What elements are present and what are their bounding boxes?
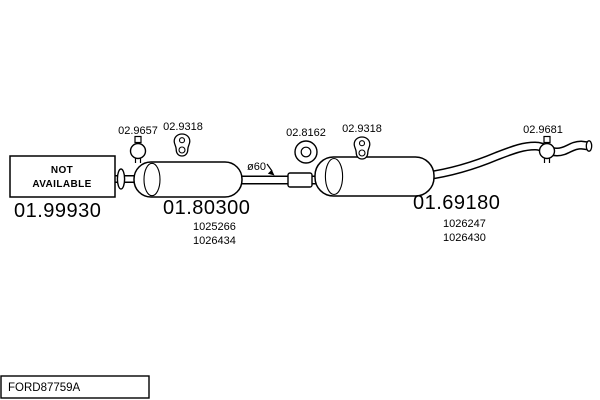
drawing-code-border bbox=[0, 375, 150, 399]
drawing-code-box: FORD87759A bbox=[0, 375, 150, 399]
not-available-line2: AVAILABLE bbox=[32, 179, 91, 190]
not-available-border bbox=[9, 155, 116, 198]
fitting-label-hanger-right: 02.9318 bbox=[342, 123, 382, 135]
part-number-front: 01.99930 bbox=[14, 200, 101, 222]
not-available-box: NOT AVAILABLE bbox=[9, 155, 116, 198]
flange-plate bbox=[116, 168, 126, 190]
clamp-legs bbox=[134, 158, 142, 163]
hanger-hole bbox=[178, 137, 186, 144]
part-number-middle: 01.80300 bbox=[163, 197, 250, 219]
fitting-label-ring: 02.8162 bbox=[286, 127, 326, 139]
fitting-label-clamp-left: 02.9657 bbox=[118, 125, 158, 137]
fitting-label-clamp-right: 02.9681 bbox=[523, 124, 563, 136]
clamp-ring bbox=[538, 142, 556, 160]
ref-number: 1025266 bbox=[193, 221, 236, 233]
clamp-bolt bbox=[134, 135, 142, 144]
diameter-arrow-line bbox=[266, 163, 273, 172]
hanger-hole bbox=[358, 140, 366, 147]
hanger-hole bbox=[358, 149, 366, 157]
part-number-rear: 01.69180 bbox=[413, 192, 500, 214]
pipe-coupling bbox=[287, 172, 313, 188]
muffler-body bbox=[133, 161, 243, 198]
clamp-icon bbox=[538, 135, 556, 163]
tailpipe bbox=[425, 140, 593, 181]
ref-number: 1026434 bbox=[193, 235, 236, 247]
clamp-ring bbox=[129, 142, 147, 160]
rubber-hanger-icon bbox=[353, 136, 371, 160]
clamp-bolt bbox=[543, 135, 551, 144]
middle-muffler-drawing bbox=[133, 161, 243, 198]
ref-number: 1026430 bbox=[443, 232, 486, 244]
tailpipe-end bbox=[585, 140, 593, 152]
rubber-hanger-icon bbox=[173, 133, 191, 157]
drawing-code: FORD87759A bbox=[8, 382, 81, 394]
rear-muffler-drawing bbox=[314, 156, 435, 197]
diameter-arrow-head bbox=[267, 169, 275, 176]
ref-number: 1026247 bbox=[443, 218, 486, 230]
fitting-label-hanger-left: 02.9318 bbox=[163, 121, 203, 133]
hanger-body bbox=[353, 136, 371, 160]
not-available-line1: NOT bbox=[51, 165, 73, 176]
pipe-diameter-label: ø60 bbox=[247, 161, 266, 173]
hanger-hole bbox=[178, 146, 186, 154]
hanger-body bbox=[173, 133, 191, 157]
clamp-icon bbox=[129, 135, 147, 163]
tailpipe-core bbox=[425, 141, 590, 179]
rubber-ring-icon bbox=[294, 140, 318, 164]
muffler-body bbox=[314, 156, 435, 197]
muffler-seam bbox=[143, 162, 161, 197]
clamp-legs bbox=[543, 158, 551, 163]
ring-inner bbox=[300, 146, 312, 158]
pipe-diameter-annotation: ø60 bbox=[247, 161, 275, 176]
muffler-seam bbox=[324, 157, 344, 196]
